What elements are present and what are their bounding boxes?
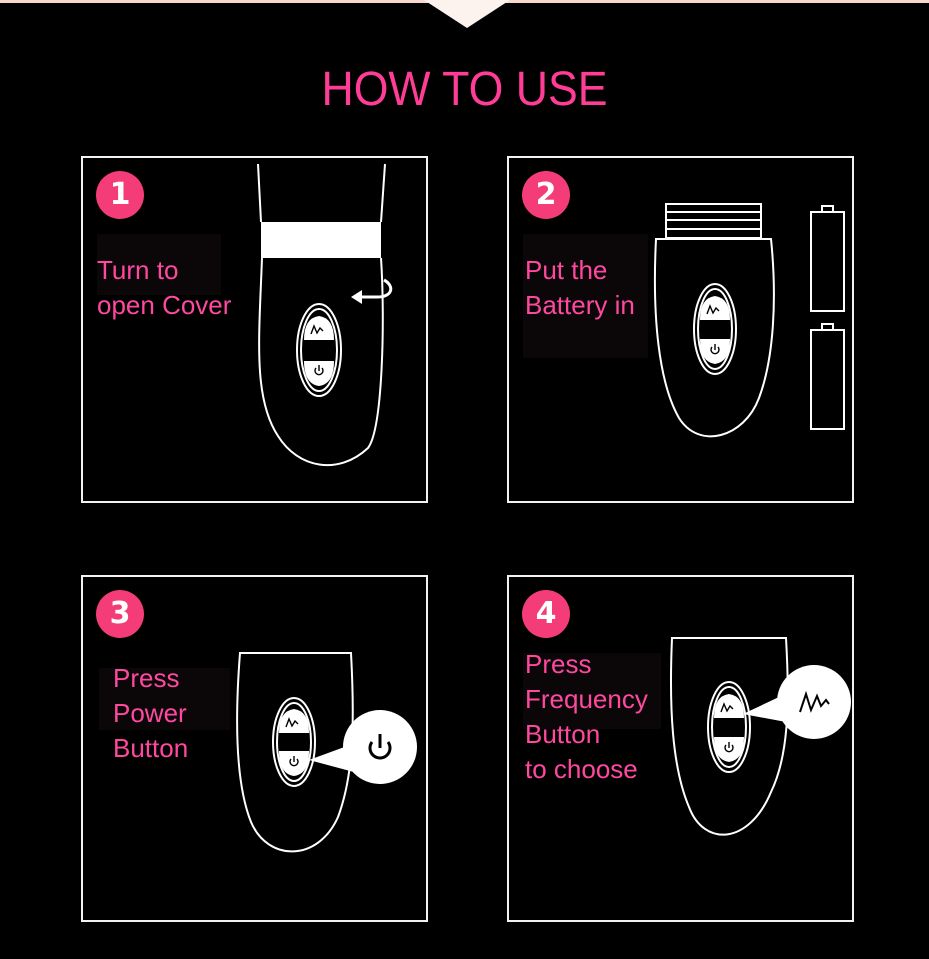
power-button-icon <box>279 751 309 776</box>
device-illustration <box>236 652 417 853</box>
step-number-badge: 1 <box>96 171 144 219</box>
frequency-button-icon <box>700 296 730 320</box>
power-button-icon <box>700 339 730 364</box>
power-callout-bubble <box>309 710 417 784</box>
step-panel-4: 4 Press Frequency Button to choose <box>507 575 854 922</box>
device-illustration <box>653 203 845 438</box>
power-button-icon <box>714 737 744 762</box>
rotate-arrow-icon <box>351 278 393 304</box>
step-caption-line: Press <box>113 663 180 693</box>
down-arrow-notch <box>424 0 510 28</box>
step-caption-line: open Cover <box>97 290 232 320</box>
battery-icon <box>810 323 845 430</box>
page-title: HOW TO USE <box>321 63 608 116</box>
battery-icon <box>810 205 845 312</box>
frequency-button-icon <box>304 316 334 340</box>
power-button-icon <box>304 361 334 386</box>
frequency-button-icon <box>279 709 309 733</box>
step-caption-line: Turn to <box>97 255 179 285</box>
step-number-badge: 3 <box>96 590 144 638</box>
step-panel-1: 1 Turn to open Cover <box>81 156 428 503</box>
step-caption-line: Button <box>525 719 601 749</box>
step-caption-line: Power <box>113 698 187 728</box>
step-caption-line: Frequency <box>525 684 648 714</box>
step-number-badge: 4 <box>522 590 570 638</box>
device-illustration <box>257 163 393 466</box>
step-caption-line: to choose <box>525 754 638 784</box>
step-caption-line: Press <box>525 649 592 679</box>
frequency-button-icon <box>714 694 744 718</box>
frequency-callout-bubble <box>743 665 851 739</box>
step-panel-2: 2 Put the Battery in <box>507 156 854 503</box>
step-caption-line: Put the <box>525 255 608 285</box>
step-caption-line: Button <box>113 733 189 763</box>
device-illustration <box>669 637 851 836</box>
step-caption-line: Battery in <box>525 290 635 320</box>
step-number-badge: 2 <box>522 171 570 219</box>
step-panel-3: 3 Press Power Button <box>81 575 428 922</box>
